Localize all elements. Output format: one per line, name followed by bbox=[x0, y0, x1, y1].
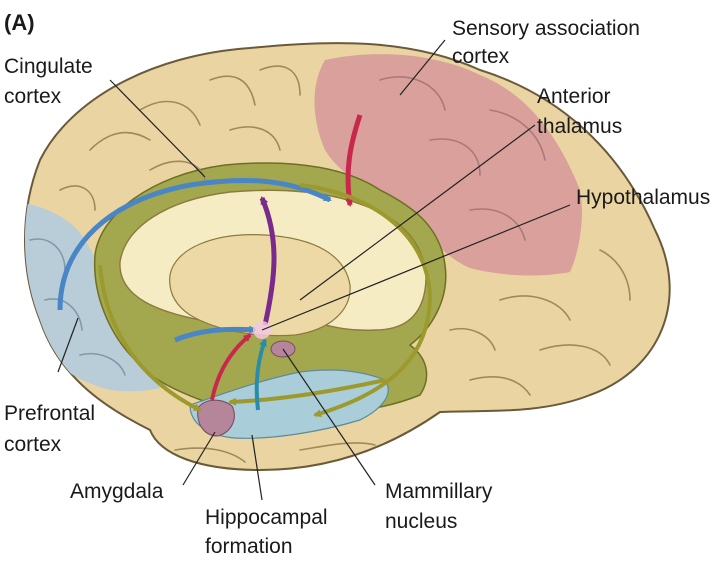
svg-text:cortex: cortex bbox=[452, 45, 510, 68]
svg-text:cortex: cortex bbox=[4, 433, 62, 456]
svg-text:Prefrontal: Prefrontal bbox=[4, 402, 95, 425]
label-mammillary-nucleus: Mammillary nucleus bbox=[385, 480, 493, 533]
label-sensory-association-cortex: Sensory association cortex bbox=[452, 17, 640, 68]
label-prefrontal-cortex: Prefrontal cortex bbox=[4, 402, 95, 456]
label-hippocampal-formation: Hippocampal formation bbox=[205, 506, 328, 558]
svg-text:nucleus: nucleus bbox=[385, 510, 457, 533]
panel-label: (A) bbox=[4, 10, 35, 35]
svg-text:Cingulate: Cingulate bbox=[4, 55, 93, 78]
svg-text:Anterior: Anterior bbox=[537, 85, 611, 108]
label-cingulate-cortex: Cingulate cortex bbox=[4, 55, 93, 108]
svg-text:Mammillary: Mammillary bbox=[385, 480, 493, 503]
svg-text:thalamus: thalamus bbox=[537, 115, 622, 138]
svg-text:Sensory association: Sensory association bbox=[452, 17, 640, 40]
svg-text:formation: formation bbox=[205, 535, 293, 558]
svg-text:Amygdala: Amygdala bbox=[70, 480, 164, 503]
label-hypothalamus: Hypothalamus bbox=[576, 186, 710, 209]
svg-text:Hippocampal: Hippocampal bbox=[205, 506, 328, 529]
label-amygdala: Amygdala bbox=[70, 480, 164, 503]
svg-text:Hypothalamus: Hypothalamus bbox=[576, 186, 710, 209]
svg-text:cortex: cortex bbox=[4, 85, 62, 108]
